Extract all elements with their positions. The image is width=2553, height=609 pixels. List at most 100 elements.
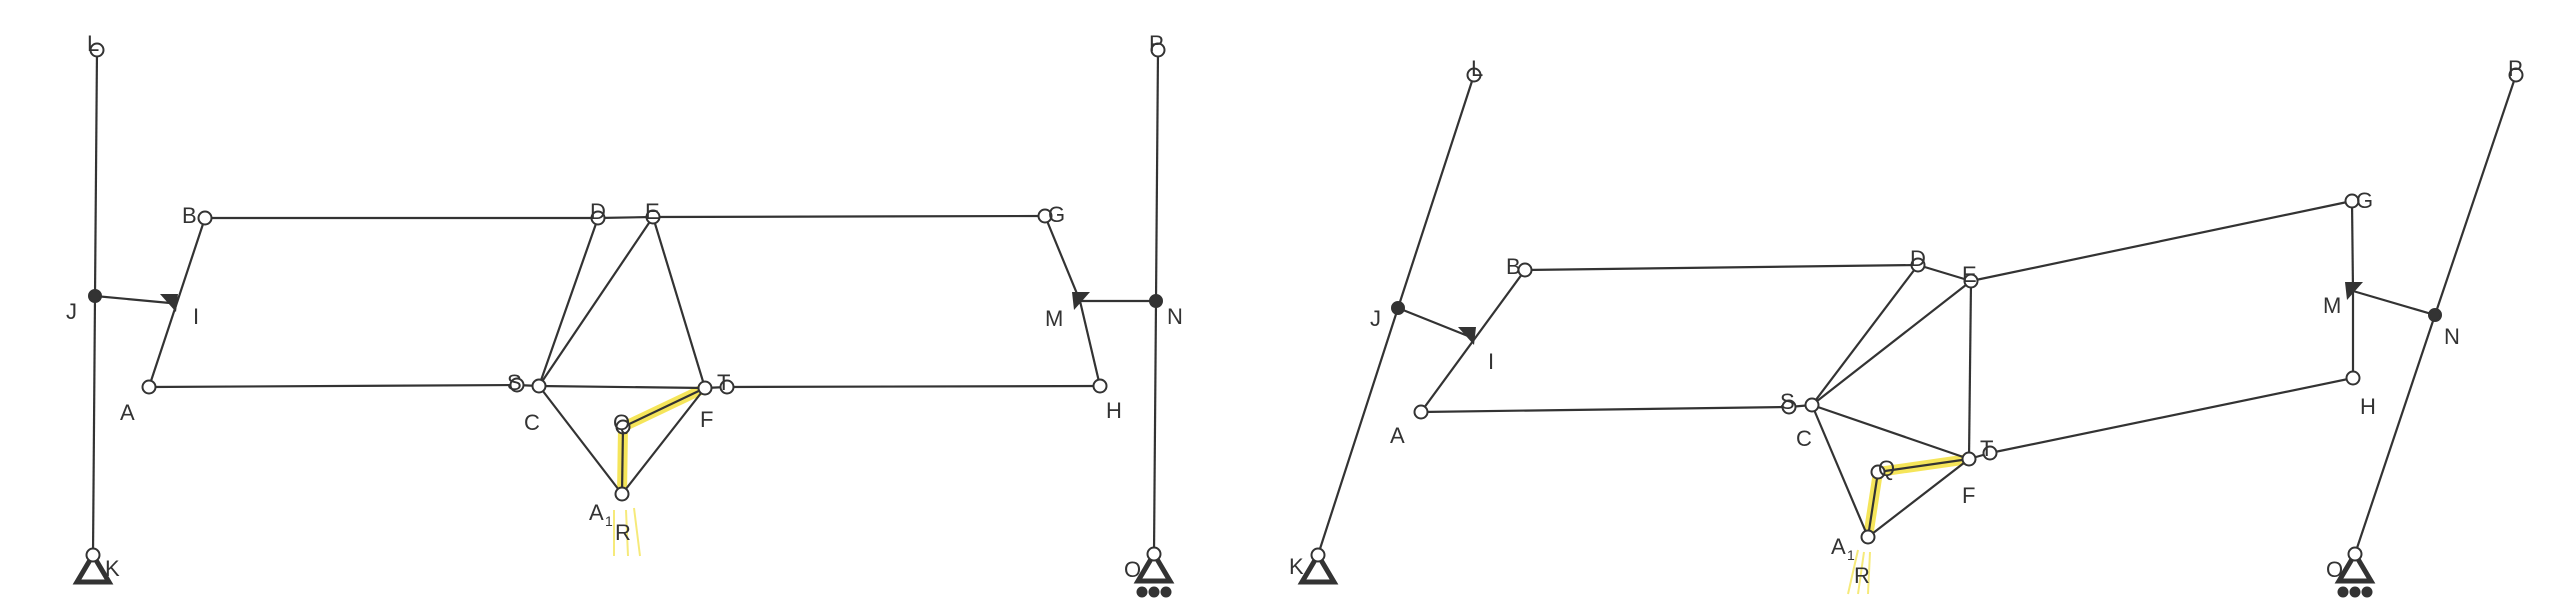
label-L: L <box>1471 56 1483 81</box>
link-AS <box>1420 405 1790 414</box>
label-L: L <box>87 31 99 56</box>
joint-T[interactable] <box>719 379 735 395</box>
slider-marker <box>2345 282 2363 300</box>
link-QR <box>1866 471 1880 538</box>
joint-F[interactable] <box>1961 451 1977 467</box>
label-R: R <box>1854 563 1870 588</box>
joint-K[interactable] <box>1310 547 1326 563</box>
joint-C[interactable] <box>1804 397 1820 413</box>
joint-O[interactable] <box>1146 546 1162 562</box>
link-DE <box>597 215 654 220</box>
label-D: D <box>590 199 606 224</box>
joint-D[interactable] <box>590 210 606 226</box>
link-DC <box>1811 264 1919 406</box>
label-P: P <box>2508 56 2523 81</box>
link-PN <box>1154 49 1160 302</box>
joint-S[interactable] <box>1781 399 1797 415</box>
joint-E[interactable] <box>645 209 661 225</box>
label-R: R <box>615 520 631 545</box>
joint-E[interactable] <box>1963 273 1979 289</box>
label-M: M <box>2323 293 2341 318</box>
label-A: A <box>120 400 135 425</box>
joint-O[interactable] <box>2347 546 2363 562</box>
link-EG <box>1970 199 2353 283</box>
slider-marker <box>1072 292 1090 310</box>
joint-N[interactable] <box>1149 294 1163 308</box>
joint-B[interactable] <box>197 210 213 226</box>
roller-wheel-icon <box>2337 586 2349 598</box>
label-E: E <box>1962 262 1977 287</box>
link-CF <box>1811 403 1970 461</box>
link-EC <box>538 216 654 387</box>
roller-support-icon <box>2334 549 2376 584</box>
label-N: N <box>2444 324 2460 349</box>
link-JK <box>91 295 97 556</box>
roller-wheel-icon <box>1160 586 1172 598</box>
joint-H[interactable] <box>1092 378 1108 394</box>
trace-line <box>1857 551 1865 595</box>
label-F: F <box>700 407 713 432</box>
joint-K[interactable] <box>85 547 101 563</box>
link-LJ <box>1396 74 1476 309</box>
joint-G[interactable] <box>2344 193 2360 209</box>
pin-support-icon <box>72 550 114 585</box>
joint-C[interactable] <box>531 378 547 394</box>
joint-F[interactable] <box>697 380 713 396</box>
link-BD <box>1524 263 1919 272</box>
label-F: F <box>1962 483 1975 508</box>
trace-line <box>1867 551 1871 595</box>
label-D: D <box>1910 246 1926 271</box>
joint-J[interactable] <box>1391 301 1405 315</box>
link-JK <box>1316 307 1400 556</box>
joint-R[interactable] <box>1860 529 1876 545</box>
link-CR <box>538 385 623 495</box>
link-LJ <box>93 49 99 297</box>
label-B: B <box>1506 254 1521 279</box>
roller-wheel-icon <box>2361 586 2373 598</box>
link-TH <box>1989 376 2354 455</box>
trace-line <box>1847 549 1859 595</box>
joint-P[interactable] <box>2508 67 2524 83</box>
joint-Q[interactable] <box>615 419 631 435</box>
joint-A[interactable] <box>1413 404 1429 420</box>
joint-Q[interactable] <box>1870 464 1886 480</box>
label-J: J <box>1370 306 1381 331</box>
label-H: H <box>1106 398 1122 423</box>
label-O: O <box>2326 557 2343 582</box>
link-PN <box>2433 74 2518 316</box>
label-A1_sub: 1 <box>605 513 613 529</box>
label-N: N <box>1167 304 1183 329</box>
joint-A[interactable] <box>141 379 157 395</box>
label-S: S <box>507 370 522 395</box>
joint-G[interactable] <box>1037 208 1053 224</box>
roller-wheel-icon <box>2349 586 2361 598</box>
label-C: C <box>1796 426 1812 451</box>
joint-N[interactable] <box>2428 308 2442 322</box>
label-K: K <box>105 556 120 581</box>
link-EG <box>652 214 1046 219</box>
joint-D[interactable] <box>1910 257 1926 273</box>
label-Q: Q <box>1878 456 1895 481</box>
joint-B[interactable] <box>1517 262 1533 278</box>
label-S: S <box>1780 389 1795 414</box>
link-JI <box>94 294 171 305</box>
label-I: I <box>1488 349 1494 374</box>
joint-S[interactable] <box>509 377 525 393</box>
link-MN <box>2352 289 2436 317</box>
label-G: G <box>2356 188 2373 213</box>
link-QF <box>622 387 706 428</box>
label-O: O <box>1124 557 1141 582</box>
label-J: J <box>66 299 77 324</box>
joint-H[interactable] <box>2345 370 2361 386</box>
link-EF <box>1967 280 1973 460</box>
label-E: E <box>645 199 660 224</box>
joint-L[interactable] <box>1466 67 1482 83</box>
joint-J[interactable] <box>88 289 102 303</box>
joint-R[interactable] <box>614 486 630 502</box>
joint-P[interactable] <box>1150 42 1166 58</box>
joint-T[interactable] <box>1982 445 1998 461</box>
link-CF <box>538 384 706 390</box>
joint-L[interactable] <box>89 42 105 58</box>
